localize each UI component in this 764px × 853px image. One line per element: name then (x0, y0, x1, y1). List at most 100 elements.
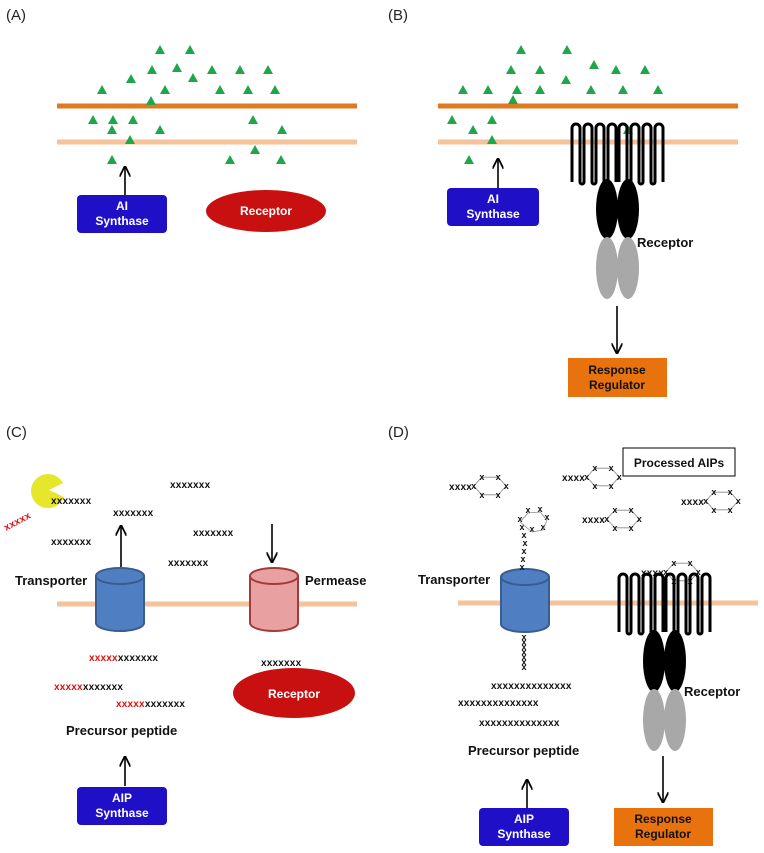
panel-b-receptor-upper-left (596, 179, 618, 239)
aip-ring-residue: x (479, 472, 484, 482)
panel-d-rr-line2: Regulator (635, 827, 691, 841)
panel-a-signal-triangle (243, 85, 253, 94)
aip-ring-tail: xxxx (562, 473, 585, 484)
aip-ring-residue: x (496, 472, 501, 482)
chain-residue: x (540, 522, 545, 532)
panel-d-receptor-lower-left (643, 689, 665, 751)
panel-a-signal-triangle (172, 63, 182, 72)
panel-c-precursor-row-3: xxxxxxxxxxxx (116, 699, 185, 710)
chain-residue: x (525, 505, 530, 515)
aip-ring-residue: x (663, 567, 668, 577)
panel-d-rr-line1: Response (634, 812, 692, 826)
aip-ring-residue: x (612, 505, 617, 515)
aip-ring-residue: x (696, 567, 701, 577)
aip-ring-residue: x (592, 463, 597, 473)
panel-a-signal-triangle (107, 125, 117, 134)
panel-b-signal-triangle (561, 75, 571, 84)
panel-d-receptor-transmembrane-loops (617, 572, 712, 636)
panel-b-signal-triangle (483, 85, 493, 94)
panel-b-receptor-label: Receptor (637, 235, 693, 250)
panel-d-precursor-row-2: xxxxxxxxxxxxxx (458, 698, 539, 709)
panel-c-peptide-3: xxxxxxx (170, 480, 211, 491)
panel-d-precursor-label: Precursor peptide (468, 743, 579, 758)
panel-b-rr-line2: Regulator (589, 378, 645, 392)
aip-ring-tail: xxxx (641, 568, 664, 579)
aip-ring-residue: x (471, 481, 476, 491)
panel-a-signal-triangle (147, 65, 157, 74)
panel-a-signal-triangle (155, 125, 165, 134)
panel-a-signal-triangle (235, 65, 245, 74)
chain-residue: x (521, 530, 526, 540)
panel-c-synthase-line2: Synthase (95, 806, 149, 820)
panel-a-signal-triangle (276, 155, 286, 164)
chain-residue: x (529, 524, 534, 534)
aip-ring-residue: x (617, 472, 622, 482)
panel-c-protease-pacman (31, 474, 64, 509)
panel-b-signal-triangle (586, 85, 596, 94)
aip-ring-residue: x (711, 487, 716, 497)
panel-d-legend-box (622, 447, 736, 477)
panel-b-signal-triangle (653, 85, 663, 94)
panel-b-signal-triangle (640, 65, 650, 74)
aip-ring-residue: x (711, 505, 716, 515)
chain-residue: x (521, 632, 526, 642)
panel-a-signal-triangle (128, 115, 138, 124)
panel-c-permease-label: Permease (305, 573, 366, 588)
chain-residue: x (522, 538, 527, 548)
chain-residue: x (521, 546, 526, 556)
panel-b-response-regulator-box (568, 358, 667, 397)
panel-c-cleaved-leader: xxxxx (2, 510, 33, 533)
panel-b-signal-triangle (535, 85, 545, 94)
aip-ring-residue: x (496, 490, 501, 500)
panel-d-receptor-label: Receptor (684, 684, 740, 699)
panel-d-legend-label: Processed AIPs (634, 456, 725, 470)
panel-b-synthase-line1: AI (487, 192, 499, 206)
chain-residue: x (521, 647, 526, 657)
panel-b-signal-triangle (464, 155, 474, 164)
aip-ring-residue: x (728, 487, 733, 497)
panel-b-signal-triangle (506, 65, 516, 74)
aip-ring-tail: xxxx (582, 515, 605, 526)
panel-c-permease (249, 567, 299, 632)
aip-ring-residue: x (637, 514, 642, 524)
panel-c-letter: (C) (6, 424, 27, 441)
panel-b-rr-line1: Response (588, 363, 646, 377)
panel-c: (C) Transporter Permease xxxxx xxxxxxx x… (2, 424, 366, 825)
panel-a-signal-molecules (88, 45, 287, 164)
panel-a-receptor (206, 190, 326, 232)
aip-ring-outline (473, 476, 507, 496)
aip-ring-residue: x (504, 481, 509, 491)
aip-ring-residue: x (612, 523, 617, 533)
chain-residue: x (521, 637, 526, 647)
chain-residue: x (544, 512, 549, 522)
panel-a-signal-triangle (88, 115, 98, 124)
panel-c-peptide-1: xxxxxxx (51, 496, 92, 507)
panel-a-ai-synthase-box (77, 195, 167, 233)
panel-d-transporter (500, 568, 550, 633)
panel-b-signal-triangle (447, 115, 457, 124)
chain-residue: x (520, 554, 525, 564)
panel-c-peptide-2: xxxxxxx (113, 508, 154, 519)
panel-d-receptor-lower-right (664, 689, 686, 751)
panel-a-signal-triangle (125, 135, 135, 144)
aip-ring-residue: x (479, 490, 484, 500)
aip-ring-residue: x (629, 505, 634, 515)
panel-a-signal-triangle (270, 85, 280, 94)
panel-a-signal-triangle (207, 65, 217, 74)
aip-ring-residue: x (604, 514, 609, 524)
panel-b-signal-triangle (618, 85, 628, 94)
panel-b-signal-triangle (589, 60, 599, 69)
panel-a-signal-triangle (126, 74, 136, 83)
aip-ring-residue: x (703, 496, 708, 506)
chain-ring-outline (519, 511, 548, 533)
panel-c-synthase-line1: AIP (112, 791, 132, 805)
panel-b-signal-triangle (487, 115, 497, 124)
chain-residue: x (521, 652, 526, 662)
aip-ring-residue: x (629, 523, 634, 533)
panel-d-response-regulator-box (614, 808, 713, 846)
panel-d-aip-synthase-box (479, 808, 569, 846)
aip-ring-residue: x (609, 463, 614, 473)
panel-c-transporter (95, 567, 145, 632)
aip-ring-residue: x (584, 472, 589, 482)
